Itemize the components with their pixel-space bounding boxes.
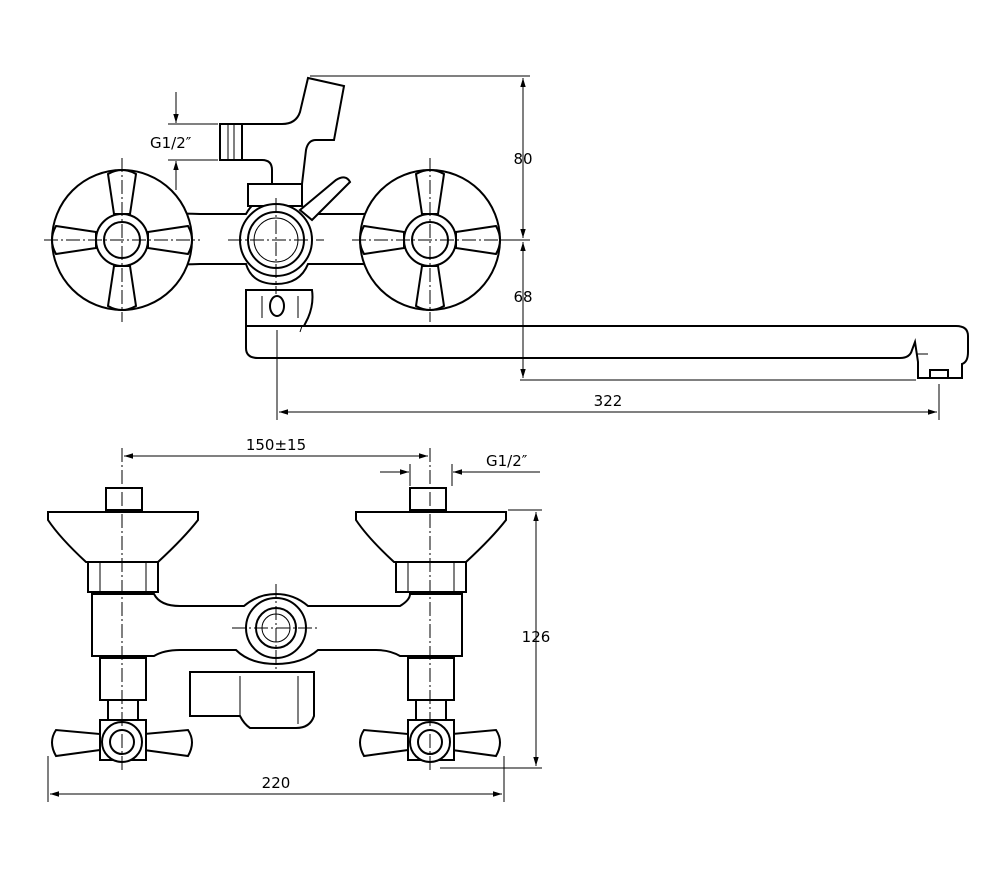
dim-label-220: 220	[262, 774, 291, 792]
dim-front-height: 126	[440, 509, 551, 769]
dim-label-150: 150±15	[246, 436, 306, 454]
left-valve-front	[51, 657, 193, 763]
aerator	[929, 369, 949, 379]
dim-label-322: 322	[594, 392, 623, 410]
dim-spout-length: 322	[276, 330, 940, 420]
dim-label-68: 68	[513, 288, 532, 306]
right-valve-front	[359, 657, 501, 763]
dim-center-distance: 150±15	[124, 436, 428, 459]
top-view: 80 68 G1/2″ 322	[44, 75, 969, 420]
dim-overall-width: 220	[47, 756, 505, 802]
dim-label-thread-front: G1/2″	[486, 452, 528, 470]
front-view: 150±15 G1/2″ 126 220	[47, 436, 551, 802]
dim-label-80: 80	[513, 150, 532, 168]
shower-outlet	[219, 123, 243, 161]
outlet-housing	[245, 289, 314, 327]
front-lever	[189, 671, 315, 729]
diverter-lever	[298, 176, 352, 222]
dim-thread-top: G1/2″	[150, 92, 218, 190]
spout	[245, 318, 969, 379]
left-handle-top	[44, 158, 200, 322]
dim-vertical-top: 80 68	[310, 75, 916, 381]
right-handle-top	[352, 158, 508, 322]
dim-thread-front: G1/2″	[380, 452, 540, 486]
dim-label-thread-top: G1/2″	[150, 134, 192, 152]
left-connector	[47, 487, 199, 593]
dim-label-126: 126	[522, 628, 551, 646]
right-connector	[355, 487, 507, 593]
